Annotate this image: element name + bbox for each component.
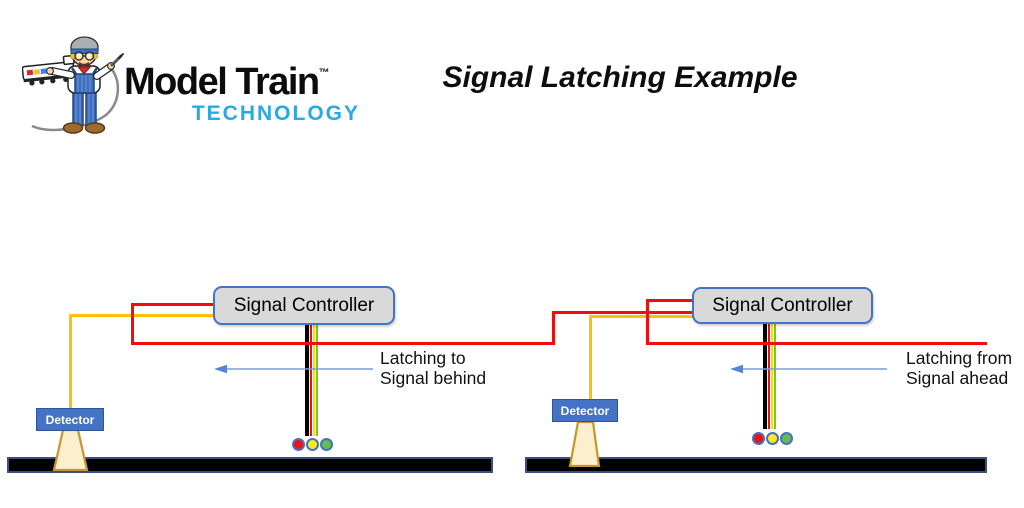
red-wire-vertical xyxy=(646,299,649,345)
brand-name-text: Model Train xyxy=(124,61,320,103)
signal-controller-label: Signal Controller xyxy=(712,294,853,316)
signal-controller-box-left: Signal Controller xyxy=(213,286,395,325)
latching-to-label: Latching to Signal behind xyxy=(380,348,486,388)
signal-mast-black-wire xyxy=(305,325,309,436)
red-wire-horizontal xyxy=(131,303,215,306)
signal-controller-label: Signal Controller xyxy=(233,294,375,316)
yellow-wire-horizontal xyxy=(589,315,694,318)
signal-mast-green-wire xyxy=(773,323,776,429)
detector-box-right: Detector xyxy=(552,399,618,422)
signal-lamp-yellow xyxy=(305,437,319,451)
signal-mast-yellow-wire xyxy=(312,325,315,436)
signal-lamp-red xyxy=(751,431,765,445)
signal-controller-box-right: Signal Controller xyxy=(692,287,873,324)
brand-wordmark: Model Train™ TECHNOLOGY xyxy=(124,52,360,124)
latching-to-label-line2: Signal behind xyxy=(380,368,487,388)
signal-lamp-green xyxy=(779,431,793,445)
signal-mast-red-wire xyxy=(309,325,312,436)
red-wire-horizontal xyxy=(552,311,694,314)
detector-box-left: Detector xyxy=(36,408,104,431)
detector-sensor-right xyxy=(568,421,601,467)
latching-to-label-line1: Latching to xyxy=(380,348,466,368)
red-latching-wire-run xyxy=(646,342,987,345)
red-latching-wire-run xyxy=(131,342,555,345)
detector-label: Detector xyxy=(560,403,610,418)
track-left xyxy=(7,457,493,473)
latching-from-label: Latching from Signal ahead xyxy=(906,348,1012,388)
latching-arrow-left-icon xyxy=(214,364,373,374)
yellow-wire-vertical xyxy=(69,314,72,409)
brand-name: Model Train™ xyxy=(124,52,360,103)
red-wire-horizontal xyxy=(646,299,694,302)
track-right xyxy=(525,457,987,473)
brand-subname: TECHNOLOGY xyxy=(191,102,360,125)
train-engineer-mascot-icon xyxy=(22,36,124,134)
red-wire-vertical xyxy=(552,311,555,345)
latching-from-label-line1: Latching from xyxy=(906,348,1013,368)
red-wire-vertical xyxy=(131,303,134,345)
signal-mast-yellow-wire xyxy=(770,323,773,429)
signal-lamp-red xyxy=(291,437,305,451)
yellow-wire-vertical xyxy=(589,315,592,401)
signal-lamp-yellow xyxy=(765,431,779,445)
yellow-wire-horizontal xyxy=(69,314,215,317)
cable-line xyxy=(31,66,119,132)
page-title: Signal Latching Example xyxy=(442,61,798,94)
latching-from-label-line2: Signal ahead xyxy=(906,368,1009,388)
detector-sensor-left xyxy=(52,429,89,471)
latching-arrow-right-icon xyxy=(730,364,887,374)
trademark-symbol: ™ xyxy=(318,67,330,79)
signal-mast-green-wire xyxy=(315,325,318,436)
signal-mast-black-wire xyxy=(763,323,767,429)
signal-mast-red-wire xyxy=(767,323,770,429)
detector-label: Detector xyxy=(45,412,95,427)
signal-lamp-green xyxy=(319,437,333,451)
